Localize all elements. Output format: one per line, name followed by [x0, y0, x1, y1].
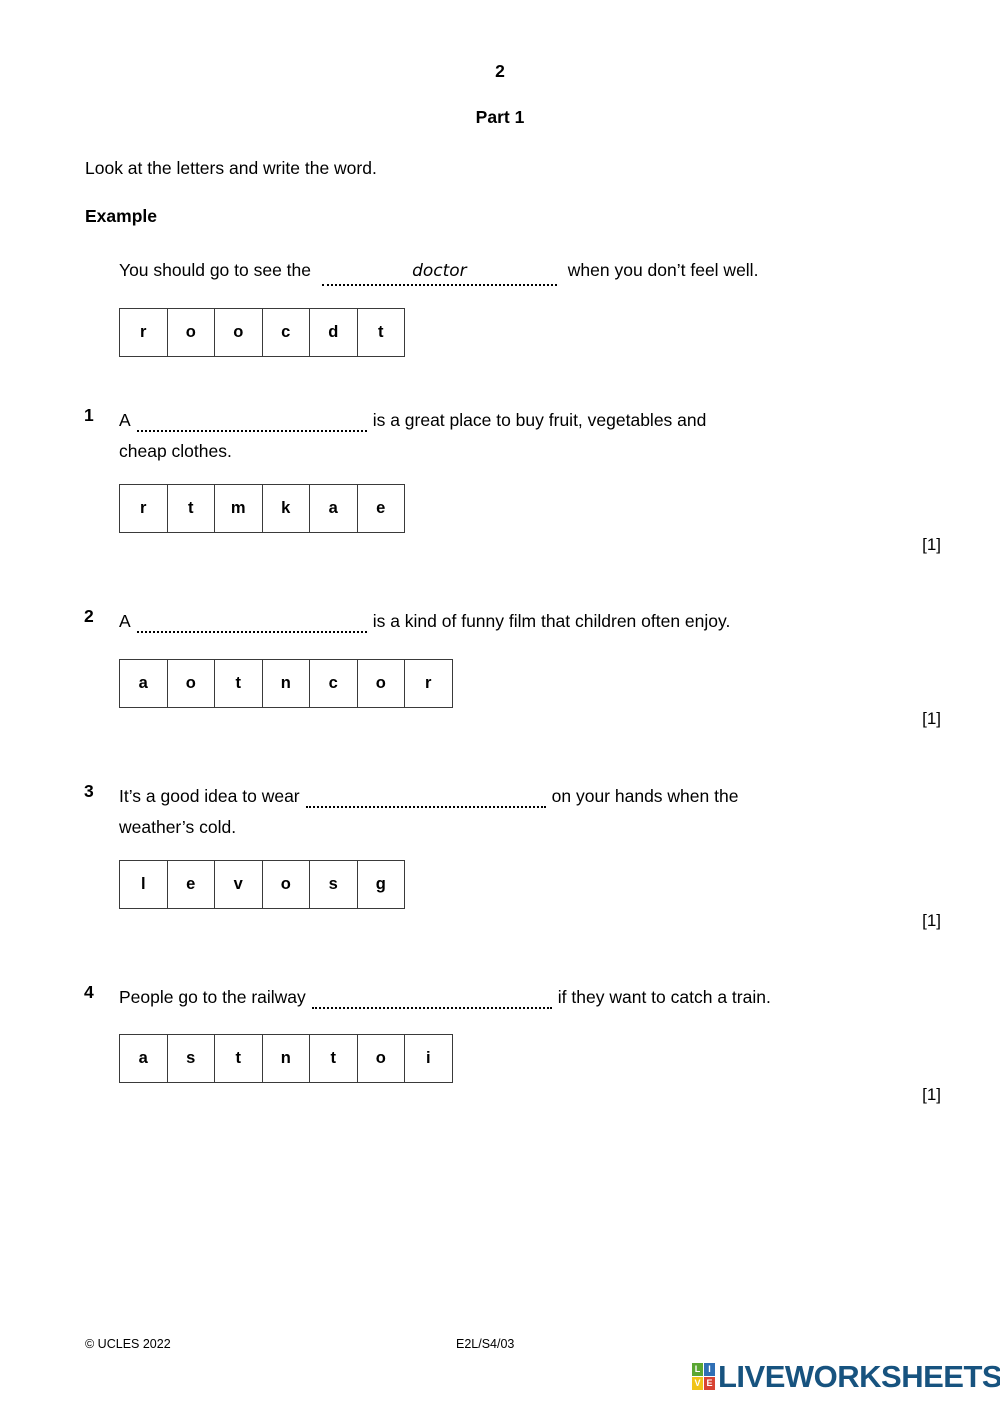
liveworksheets-logo[interactable]: L I V E LIVEWORKSHEETS: [692, 1361, 1000, 1392]
letter-cell: t: [310, 1035, 358, 1083]
letter-cell: a: [310, 485, 358, 533]
letter-cell: g: [357, 861, 405, 909]
letter-cell: e: [167, 861, 215, 909]
instruction-text: Look at the letters and write the word.: [85, 158, 377, 178]
letter-cell: t: [167, 485, 215, 533]
example-label: Example: [85, 206, 157, 226]
logo-square-l-icon: L: [692, 1363, 703, 1376]
question-1-mark: [1]: [922, 535, 941, 554]
logo-square-e-icon: E: [704, 1377, 715, 1390]
letter-cell: d: [310, 309, 358, 357]
page-number: 2: [495, 61, 505, 81]
letter-cell: r: [120, 485, 168, 533]
liveworksheets-logo-squares: L I V E: [692, 1363, 715, 1390]
letter-cell: m: [215, 485, 263, 533]
example-sentence: You should go to see the doctor when you…: [119, 255, 758, 286]
letter-cell: i: [405, 1035, 453, 1083]
question-number-4: 4: [84, 982, 94, 1002]
letter-cell: o: [215, 309, 263, 357]
question-3-mark: [1]: [922, 911, 941, 930]
letter-cell: o: [167, 309, 215, 357]
letter-cell: s: [310, 861, 358, 909]
letter-cell: o: [262, 861, 310, 909]
question-2-text-after: is a kind of funny film that children of…: [372, 611, 731, 631]
letter-cell: t: [215, 1035, 263, 1083]
letter-cell: n: [262, 660, 310, 708]
question-3-sentence: It’s a good idea to wear on your hands wh…: [119, 781, 879, 843]
question-2-mark: [1]: [922, 709, 941, 728]
example-text-before: You should go to see the: [119, 260, 312, 280]
liveworksheets-wordmark: LIVEWORKSHEETS: [718, 1359, 1000, 1394]
letter-cell: r: [405, 660, 453, 708]
question-1-text-line2: cheap clothes.: [119, 441, 232, 461]
letter-cell: k: [262, 485, 310, 533]
part-title: Part 1: [475, 107, 525, 127]
question-3-text-after: on your hands when the: [551, 786, 739, 806]
letter-cell: t: [215, 660, 263, 708]
letter-cell: n: [262, 1035, 310, 1083]
footer-copyright: © UCLES 2022: [85, 1337, 171, 1351]
letter-cell: t: [357, 309, 405, 357]
letter-cell: o: [357, 660, 405, 708]
logo-square-i-icon: I: [704, 1363, 715, 1376]
question-3-text-before: It’s a good idea to wear: [119, 786, 300, 806]
example-text-after: when you don’t feel well.: [567, 260, 759, 280]
letter-cell: l: [120, 861, 168, 909]
question-1-text-after: is a great place to buy fruit, vegetable…: [372, 410, 707, 430]
question-4-mark: [1]: [922, 1085, 941, 1104]
question-2-text-before: A: [119, 611, 131, 631]
letter-cell: o: [357, 1035, 405, 1083]
question-1-text-before: A: [119, 410, 131, 430]
question-number-3: 3: [84, 781, 94, 801]
example-letter-row: r o o c d t: [119, 308, 405, 357]
footer-paper-code: E2L/S4/03: [456, 1337, 515, 1351]
letter-cell: v: [215, 861, 263, 909]
letter-cell: c: [310, 660, 358, 708]
question-4-letter-row: a s t n t o i: [119, 1034, 453, 1083]
letter-cell: r: [120, 309, 168, 357]
logo-square-v-icon: V: [692, 1377, 703, 1390]
letter-cell: c: [262, 309, 310, 357]
question-4-text-after: if they want to catch a train.: [557, 987, 771, 1007]
letter-cell: a: [120, 1035, 168, 1083]
letter-cell: e: [357, 485, 405, 533]
question-number-2: 2: [84, 606, 94, 626]
question-2-letter-row: a o t n c o r: [119, 659, 453, 708]
example-answer-blank: doctor: [321, 263, 557, 286]
letter-cell: s: [167, 1035, 215, 1083]
question-3-text-line2: weather’s cold.: [119, 817, 237, 837]
question-4-sentence: People go to the railway if they want to …: [119, 982, 771, 1013]
letter-cell: o: [167, 660, 215, 708]
question-4-text-before: People go to the railway: [119, 987, 306, 1007]
question-3-letter-row: l e v o s g: [119, 860, 405, 909]
question-number-1: 1: [84, 405, 94, 425]
letter-cell: a: [120, 660, 168, 708]
question-1-letter-row: r t m k a e: [119, 484, 405, 533]
